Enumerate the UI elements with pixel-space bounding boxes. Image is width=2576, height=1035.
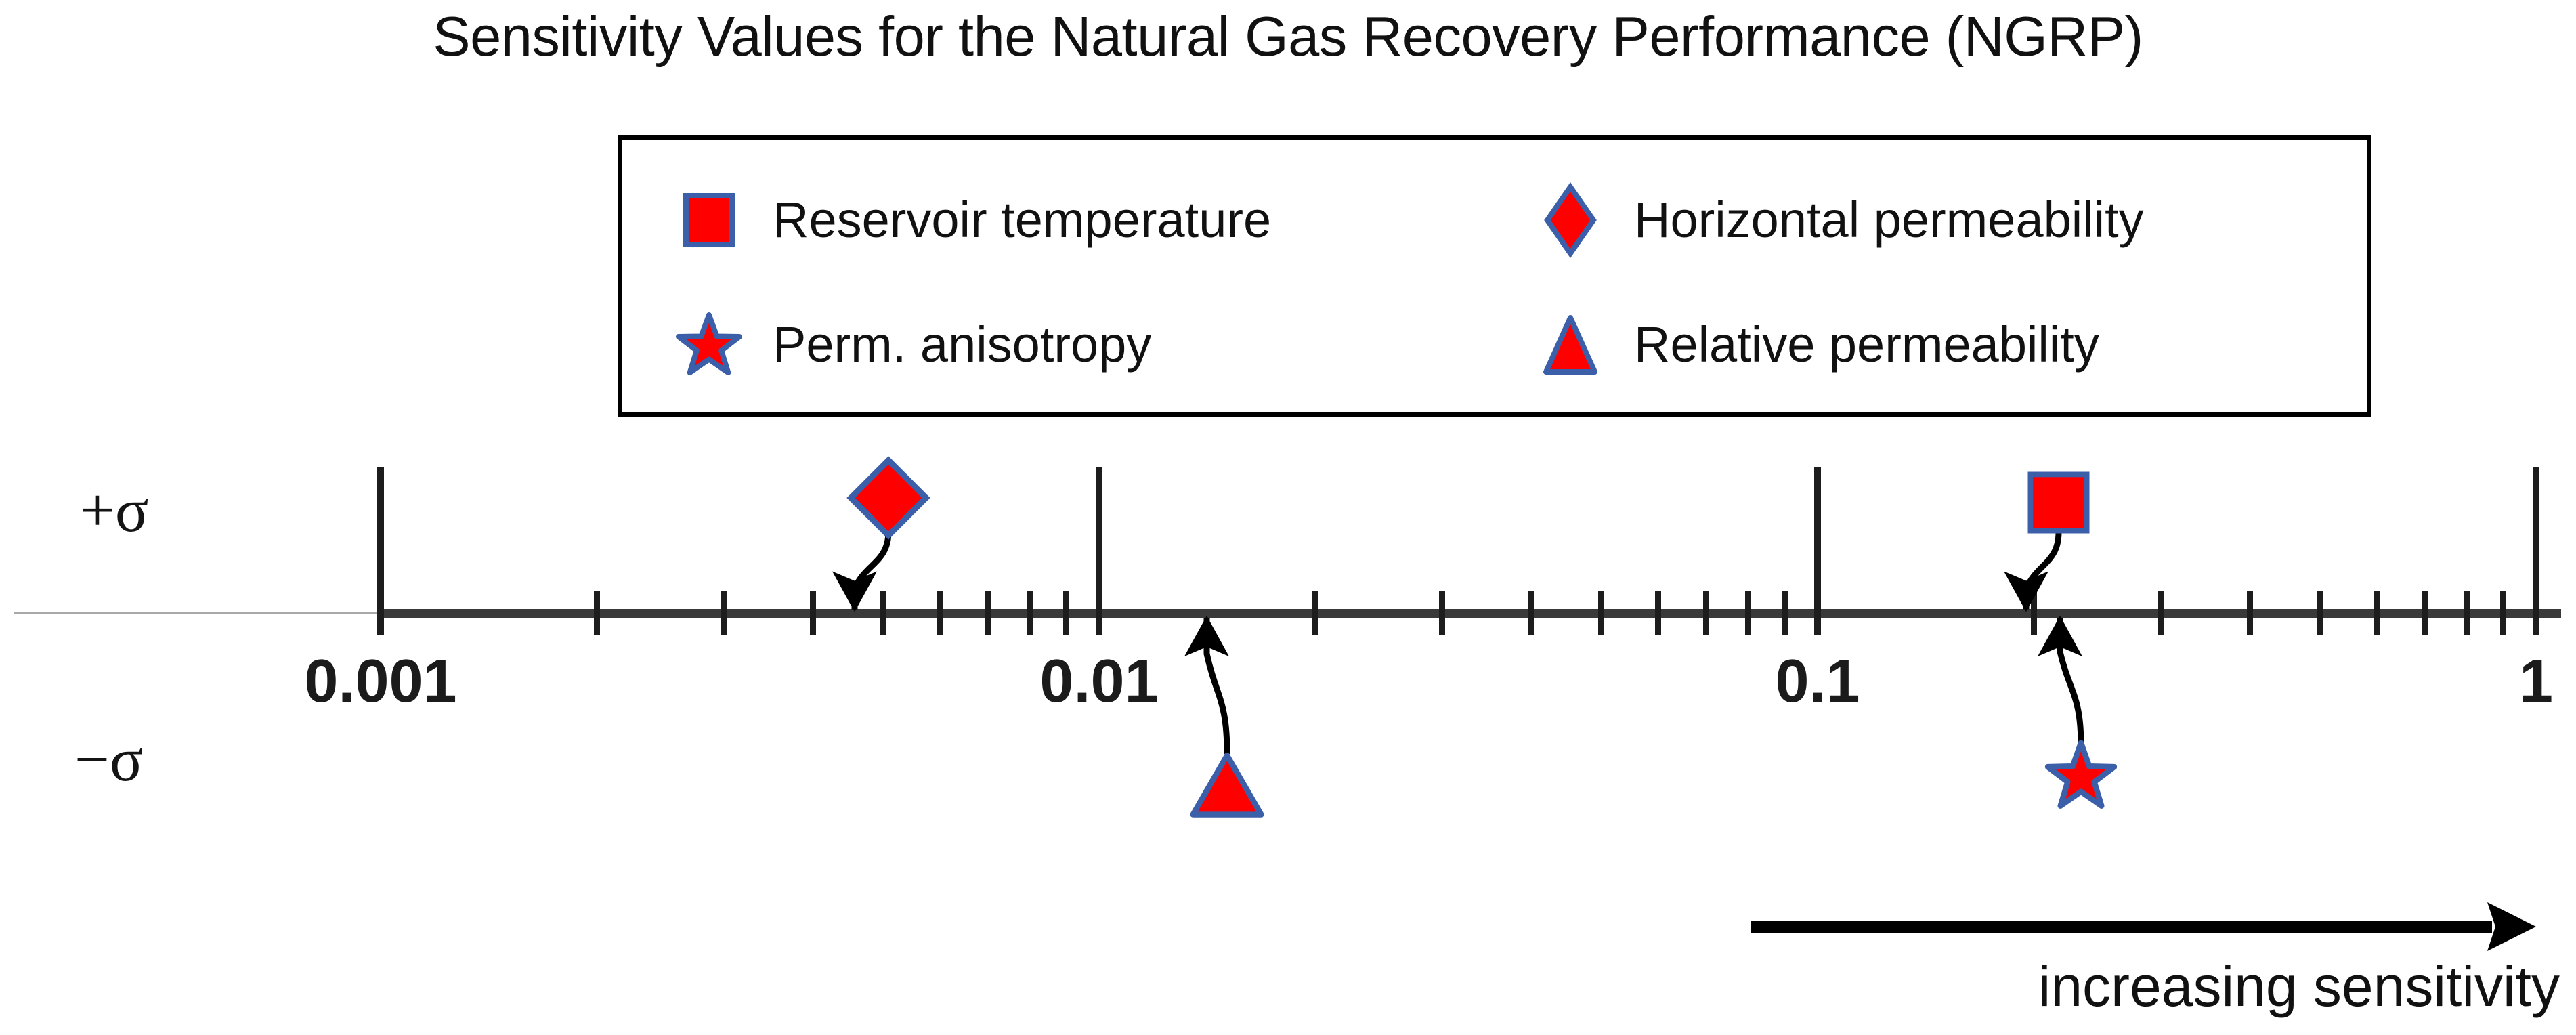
axis-tick-minor: [1026, 591, 1033, 635]
axis-tick-minor: [2317, 591, 2323, 635]
page-title: Sensitivity Values for the Natural Gas R…: [433, 5, 2143, 68]
axis-tick-label: 0.001: [304, 648, 457, 715]
data-marker-triangle[interactable]: [1189, 748, 1265, 824]
row-label-minus-sigma: −σ: [74, 725, 144, 794]
legend-item-label: Horizontal permeability: [1634, 192, 2144, 248]
x-axis-line: [379, 609, 2561, 618]
axis-tick-label: 1: [2518, 648, 2554, 715]
axis-tick-major: [1814, 467, 1821, 635]
axis-tick-minor: [2247, 591, 2254, 635]
axis-tick-minor: [810, 591, 817, 635]
axis-tick-major: [2533, 467, 2539, 635]
axis-left-extension: [14, 612, 379, 614]
square-marker-icon: [668, 189, 750, 251]
axis-tick-minor: [1438, 591, 1445, 635]
axis-tick-minor: [1655, 591, 1662, 635]
axis-tick-minor: [1703, 591, 1710, 635]
legend-row: Perm. anisotropy Relative permeability: [622, 291, 2367, 399]
axis-tick-minor: [1744, 591, 1751, 635]
axis-tick-minor: [2157, 591, 2164, 635]
legend-item-relative-permeability[interactable]: Relative permeability: [1530, 291, 2342, 399]
legend-item-horizontal-permeability[interactable]: Horizontal permeability: [1530, 166, 2342, 274]
axis-tick-minor: [937, 591, 943, 635]
axis-tick-minor: [720, 591, 727, 635]
axis-tick-minor: [1062, 591, 1069, 635]
leader-arrow-icon: [824, 531, 919, 612]
axis-tick-minor: [2499, 591, 2506, 635]
axis-tick-minor: [2374, 591, 2380, 635]
legend-item-label: Perm. anisotropy: [773, 316, 1152, 373]
axis-tick-minor: [1528, 591, 1535, 635]
legend-item-perm-anisotropy[interactable]: Perm. anisotropy: [668, 291, 1481, 399]
triangle-marker-icon: [1530, 312, 1611, 377]
legend-row: Reservoir temperature Horizontal permeab…: [622, 166, 2367, 274]
star-marker-icon: [668, 311, 750, 379]
axis-tick-label: 0.1: [1775, 648, 1860, 715]
axis-tick-major: [377, 467, 384, 635]
data-marker-diamond[interactable]: [846, 456, 930, 540]
legend-item-reservoir-temperature[interactable]: Reservoir temperature: [668, 166, 1481, 274]
axis-tick-major: [1096, 467, 1102, 635]
diamond-marker-icon: [1530, 182, 1611, 259]
axis-tick-minor: [2463, 591, 2470, 635]
data-marker-square[interactable]: [2023, 467, 2094, 538]
axis-tick-label: 0.01: [1039, 648, 1159, 715]
leader-arrow-icon: [1176, 616, 1258, 754]
legend-item-label: Relative permeability: [1634, 316, 2099, 373]
legend-box: Reservoir temperature Horizontal permeab…: [618, 135, 2371, 417]
row-label-plus-sigma: +σ: [80, 476, 149, 545]
axis-tick-minor: [985, 591, 991, 635]
axis-tick-minor: [2030, 591, 2037, 635]
axis-tick-minor: [1781, 591, 1788, 635]
axis-tick-minor: [593, 591, 600, 635]
axis-tick-minor: [1312, 591, 1318, 635]
axis-tick-minor: [1598, 591, 1605, 635]
axis-tick-minor: [880, 591, 886, 635]
leader-arrow-icon: [2030, 616, 2111, 746]
data-marker-star[interactable]: [2043, 740, 2119, 816]
leader-arrow-icon: [1996, 532, 2089, 612]
axis-tick-minor: [2422, 591, 2428, 635]
increasing-sensitivity-arrow-icon: [1751, 902, 2536, 951]
legend-item-label: Reservoir temperature: [773, 192, 1272, 248]
increasing-sensitivity-label: increasing sensitivity: [2038, 954, 2560, 1018]
